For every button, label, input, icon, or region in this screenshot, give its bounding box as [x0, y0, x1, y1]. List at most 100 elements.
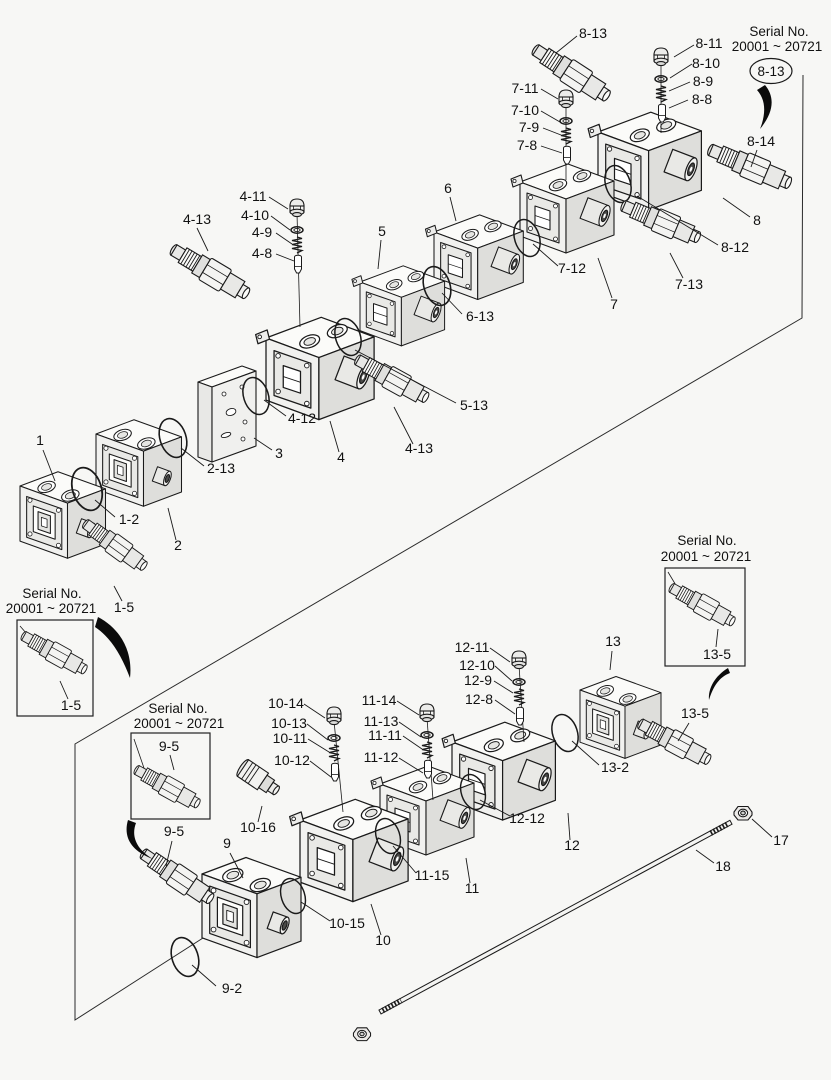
nut-17 [733, 805, 753, 821]
leader-line-4-13 [393, 406, 414, 445]
part-callout-13: 13 [605, 633, 621, 649]
leader-line-10-15 [300, 901, 331, 922]
part-callout-10-15: 10-15 [329, 915, 365, 931]
leader-line-8-8 [668, 99, 689, 109]
leader-line-12-12 [479, 799, 511, 817]
leader-line-2 [167, 507, 177, 541]
part-callout-11-11: 11-11 [368, 727, 402, 743]
part-callout-6: 6 [444, 180, 452, 196]
serial-note-line2: 20001 ~ 20721 [661, 549, 751, 564]
leader-line-8-14 [750, 149, 758, 168]
valve-section-2 [95, 419, 183, 507]
leader-line-1-5 [59, 680, 69, 700]
part-callout-10-16: 10-16 [240, 819, 276, 835]
part-callout-10-13: 10-13 [271, 715, 307, 731]
part-callout-8-12: 8-12 [721, 239, 749, 255]
part-callout-7-10: 7-10 [511, 102, 539, 118]
leader-line-10-13 [306, 723, 329, 741]
leader-line-12-11 [489, 647, 511, 663]
part-callout-10-11: 10-11 [273, 730, 308, 746]
leader-line-7-13 [669, 252, 684, 279]
part-callout-4-11: 4-11 [240, 188, 267, 204]
serial-note-line1: Serial No. [148, 701, 207, 716]
part-callout-4-9: 4-9 [252, 224, 272, 240]
part-callout-2: 2 [174, 537, 182, 553]
part-callout-13-2: 13-2 [601, 759, 629, 775]
section-boundary-line [74, 74, 804, 1021]
nut-icon [352, 1027, 372, 1042]
leader-line-8-11 [673, 44, 695, 58]
leader-line-13-5 [677, 722, 690, 742]
part-callout-2-13: 2-13 [207, 460, 235, 476]
part-callout-13-5: 13-5 [703, 646, 731, 662]
leader-line-10 [370, 903, 382, 936]
leader-line-4-12 [263, 399, 287, 417]
leader-line-4-8 [275, 253, 295, 262]
valve-section-13 [579, 676, 662, 759]
leader-line-11 [465, 857, 471, 884]
leader-line-4-13 [196, 227, 209, 252]
leader-line-7-8 [540, 145, 563, 154]
lower-valve-bank [134, 651, 716, 981]
leader-line-9-5 [165, 840, 173, 867]
leader-line-11-11 [402, 735, 423, 750]
part-callout-5: 5 [378, 223, 386, 239]
part-callout-5-13: 5-13 [460, 397, 488, 413]
part-callout-11-14: 11-14 [362, 692, 397, 708]
curved-arrow-icon [708, 668, 730, 700]
leader-line-8-12 [636, 195, 719, 246]
part-callout-1: 1 [36, 432, 44, 448]
circled-ref-label: 8-13 [757, 64, 784, 79]
leader-line-6-13 [441, 292, 463, 315]
part-callout-8-14: 8-14 [747, 133, 775, 149]
part-callout-7-9: 7-9 [519, 119, 539, 135]
part-callout-9-5: 9-5 [159, 738, 179, 754]
serial-box-9-5 [129, 732, 211, 820]
part-callout-3: 3 [275, 445, 283, 461]
curved-arrow-icon [95, 617, 131, 678]
part-callout-11-12: 11-12 [364, 749, 399, 765]
part-callout-8-13: 8-13 [579, 25, 607, 41]
part-callout-7: 7 [610, 296, 618, 312]
leader-line-10-12 [309, 760, 332, 778]
leader-line-12-9 [493, 680, 514, 694]
serial-note-line2: 20001 ~ 20721 [6, 601, 96, 616]
part-callout-11-15: 11-15 [415, 867, 450, 883]
leader-line-11-14 [396, 700, 420, 716]
part-callout-4-12: 4-12 [288, 410, 316, 426]
leader-line-10-11 [307, 738, 330, 753]
leader-line-6 [449, 196, 457, 222]
leader-line-10-14 [303, 703, 326, 719]
leader-line-13-2 [571, 740, 600, 766]
part-callout-12-10: 12-10 [459, 657, 495, 673]
upper-valve-bank [19, 37, 796, 577]
leader-line-18 [695, 849, 715, 864]
part-callout-7-11: 7-11 [512, 80, 539, 96]
leader-line-13 [609, 650, 613, 671]
leader-line-7-11 [540, 88, 559, 100]
leader-line-1-5 [113, 585, 123, 602]
leader-line-12 [567, 812, 571, 841]
part-callout-10-12: 10-12 [274, 752, 310, 768]
leader-line-11-15 [392, 845, 417, 874]
part-callout-1-5: 1-5 [61, 697, 81, 713]
leader-line-3 [253, 437, 273, 451]
leader-line-7-12 [532, 243, 559, 267]
leader-line-9-5 [169, 754, 175, 771]
part-callout-10-14: 10-14 [268, 695, 304, 711]
part-callout-11: 11 [465, 880, 480, 896]
part-callout-1-5: 1-5 [114, 599, 134, 615]
leader-line-9 [229, 852, 244, 879]
part-callout-6-13: 6-13 [466, 308, 494, 324]
leader-line-12-10 [494, 665, 513, 682]
part-callout-4: 4 [337, 449, 345, 465]
part-callout-12-11: 12-11 [455, 639, 490, 655]
part-callout-12-9: 12-9 [464, 672, 492, 688]
part-callout-9-2: 9-2 [222, 980, 242, 996]
leader-line-7 [597, 257, 613, 299]
leader-line-7-9 [542, 127, 562, 136]
leader-line-4-11 [268, 196, 289, 210]
part-callout-4-13: 4-13 [183, 211, 211, 227]
